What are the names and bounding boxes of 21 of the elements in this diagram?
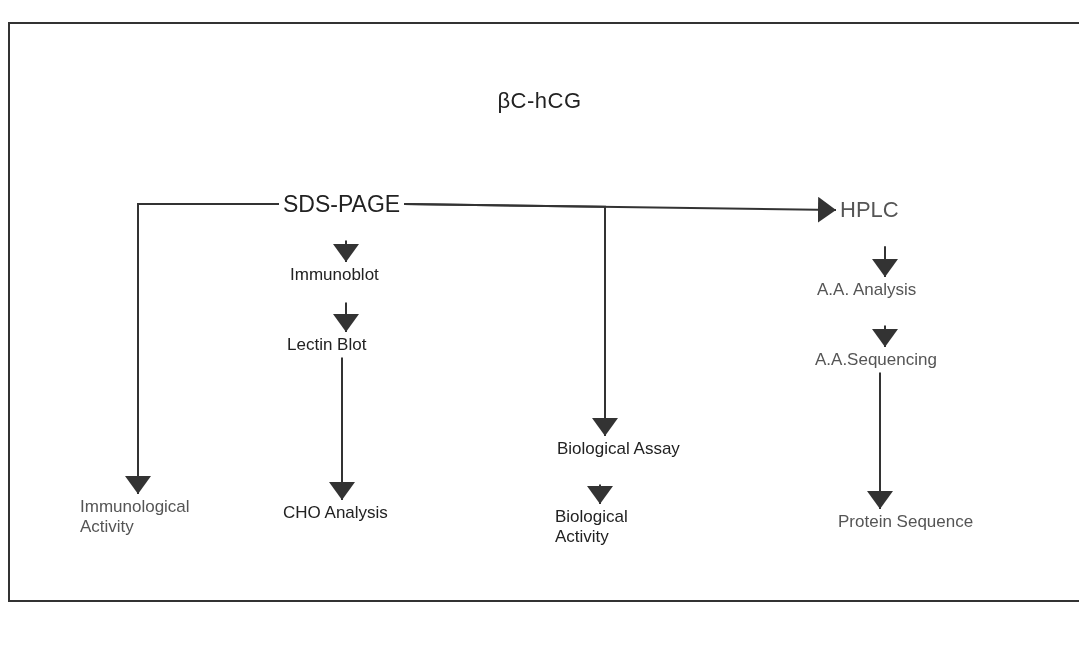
step-label: Biological Assay <box>553 436 684 485</box>
arrowhead-connector <box>587 483 613 505</box>
arrow <box>867 371 893 510</box>
step-label: Protein Sequence <box>834 509 978 535</box>
step-label: A.A. Analysis <box>813 277 921 326</box>
arrowhead-connector <box>333 301 359 333</box>
step-label: Biological Activity <box>551 504 669 550</box>
step-label: CHO Analysis <box>279 500 392 526</box>
step-label: A.A.Sequencing <box>811 347 941 373</box>
step-label: Immunoblot <box>286 262 383 303</box>
arrowhead-connector <box>333 239 359 263</box>
arrow <box>403 203 618 437</box>
step-label: SDS-PAGE <box>279 188 405 241</box>
arrow <box>125 203 280 495</box>
arrow <box>329 356 355 501</box>
arrowhead-connector <box>872 324 898 348</box>
arrowhead-connector <box>872 245 898 278</box>
step-label: Lectin Blot <box>283 332 371 358</box>
step-label: HPLC <box>836 194 903 247</box>
diagram-title: βC-hCG <box>496 88 583 114</box>
step-label: Immunological Activity <box>76 494 234 540</box>
